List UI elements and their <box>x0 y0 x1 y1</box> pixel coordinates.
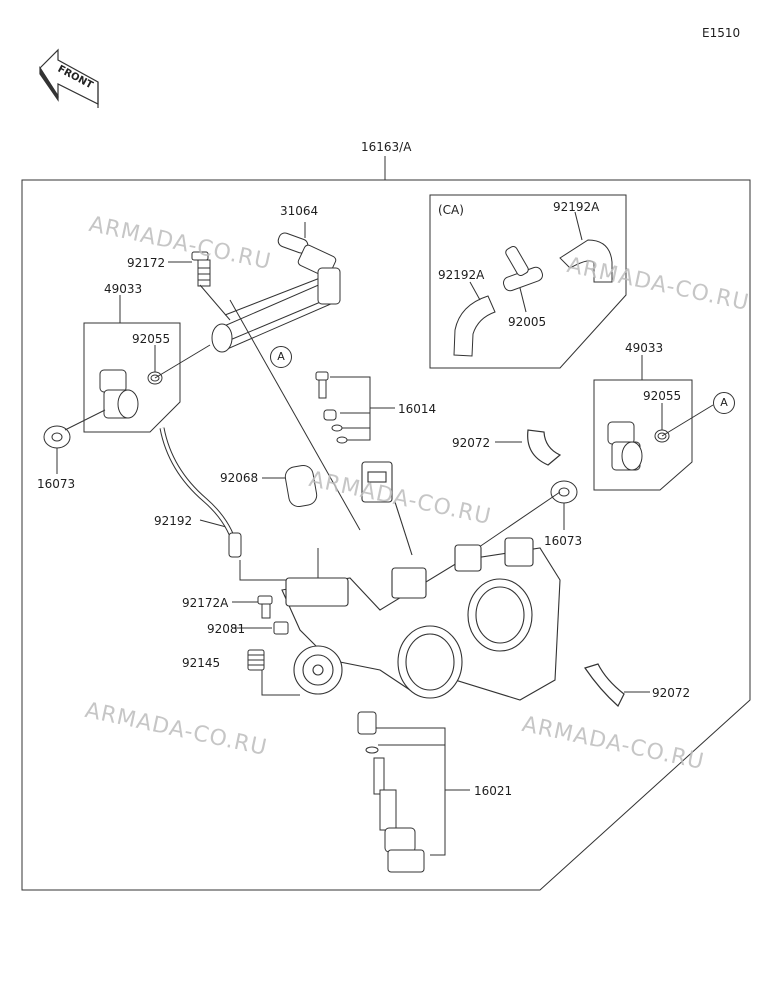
part-16021[interactable]: 16021 <box>474 784 513 798</box>
right-grommet <box>550 480 578 504</box>
throttle-body <box>281 461 561 701</box>
right-injector <box>607 421 670 471</box>
ca-hoses <box>453 239 613 357</box>
part-49033-left[interactable]: 49033 <box>104 282 143 296</box>
ca-label: (CA) <box>438 203 464 217</box>
sensor-screws <box>315 371 348 444</box>
right-sensor-group-box <box>593 379 693 491</box>
part-16014[interactable]: 16014 <box>398 402 437 416</box>
fuel-rail <box>211 222 341 353</box>
part-92055-left[interactable]: 92055 <box>132 332 171 346</box>
part-16073-left[interactable]: 16073 <box>37 477 76 491</box>
part-92145[interactable]: 92145 <box>182 656 221 670</box>
bolt-92172 <box>191 251 211 287</box>
part-16073-right[interactable]: 16073 <box>544 534 583 548</box>
cap-92068 <box>284 464 318 508</box>
part-92081[interactable]: 92081 <box>207 622 246 636</box>
idle-adjust-screw <box>357 711 425 873</box>
callout-a-right: A <box>713 392 735 414</box>
part-92192[interactable]: 92192 <box>154 514 193 528</box>
left-injector <box>99 369 163 419</box>
ca-inset-box <box>429 194 627 369</box>
diagram-code: E1510 <box>702 26 741 40</box>
part-92192a-top[interactable]: 92192A <box>553 200 600 214</box>
left-sensor-group-box <box>83 322 181 433</box>
left-grommet <box>43 425 71 449</box>
part-92005[interactable]: 92005 <box>508 315 547 329</box>
part-92172a[interactable]: 92172A <box>182 596 229 610</box>
front-arrow-icon <box>39 48 99 108</box>
part-92192a-left[interactable]: 92192A <box>438 268 485 282</box>
part-92055-right[interactable]: 92055 <box>643 389 682 403</box>
hose-clamp-top <box>527 429 562 466</box>
part-92172[interactable]: 92172 <box>127 256 166 270</box>
part-92068[interactable]: 92068 <box>220 471 259 485</box>
part-92072-bottom[interactable]: 92072 <box>652 686 691 700</box>
callout-a-left: A <box>270 346 292 368</box>
part-92072-top[interactable]: 92072 <box>452 436 491 450</box>
spring-92145 <box>247 649 265 671</box>
hose-clamp-bottom <box>584 663 625 707</box>
assembly-boundary <box>21 179 751 891</box>
screw-92172a <box>257 595 273 619</box>
assembly-label[interactable]: 16163/A <box>361 140 412 154</box>
spring-92081 <box>273 621 289 635</box>
part-49033-right[interactable]: 49033 <box>625 341 664 355</box>
part-31064[interactable]: 31064 <box>280 204 319 218</box>
